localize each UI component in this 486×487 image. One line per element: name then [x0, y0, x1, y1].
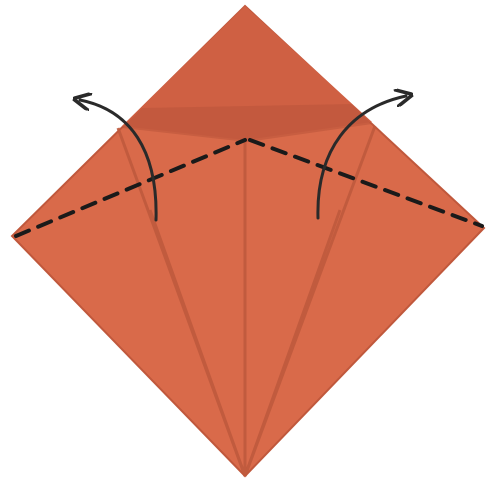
diagram-canvas — [0, 0, 486, 487]
origami-fold-diagram — [0, 0, 486, 487]
